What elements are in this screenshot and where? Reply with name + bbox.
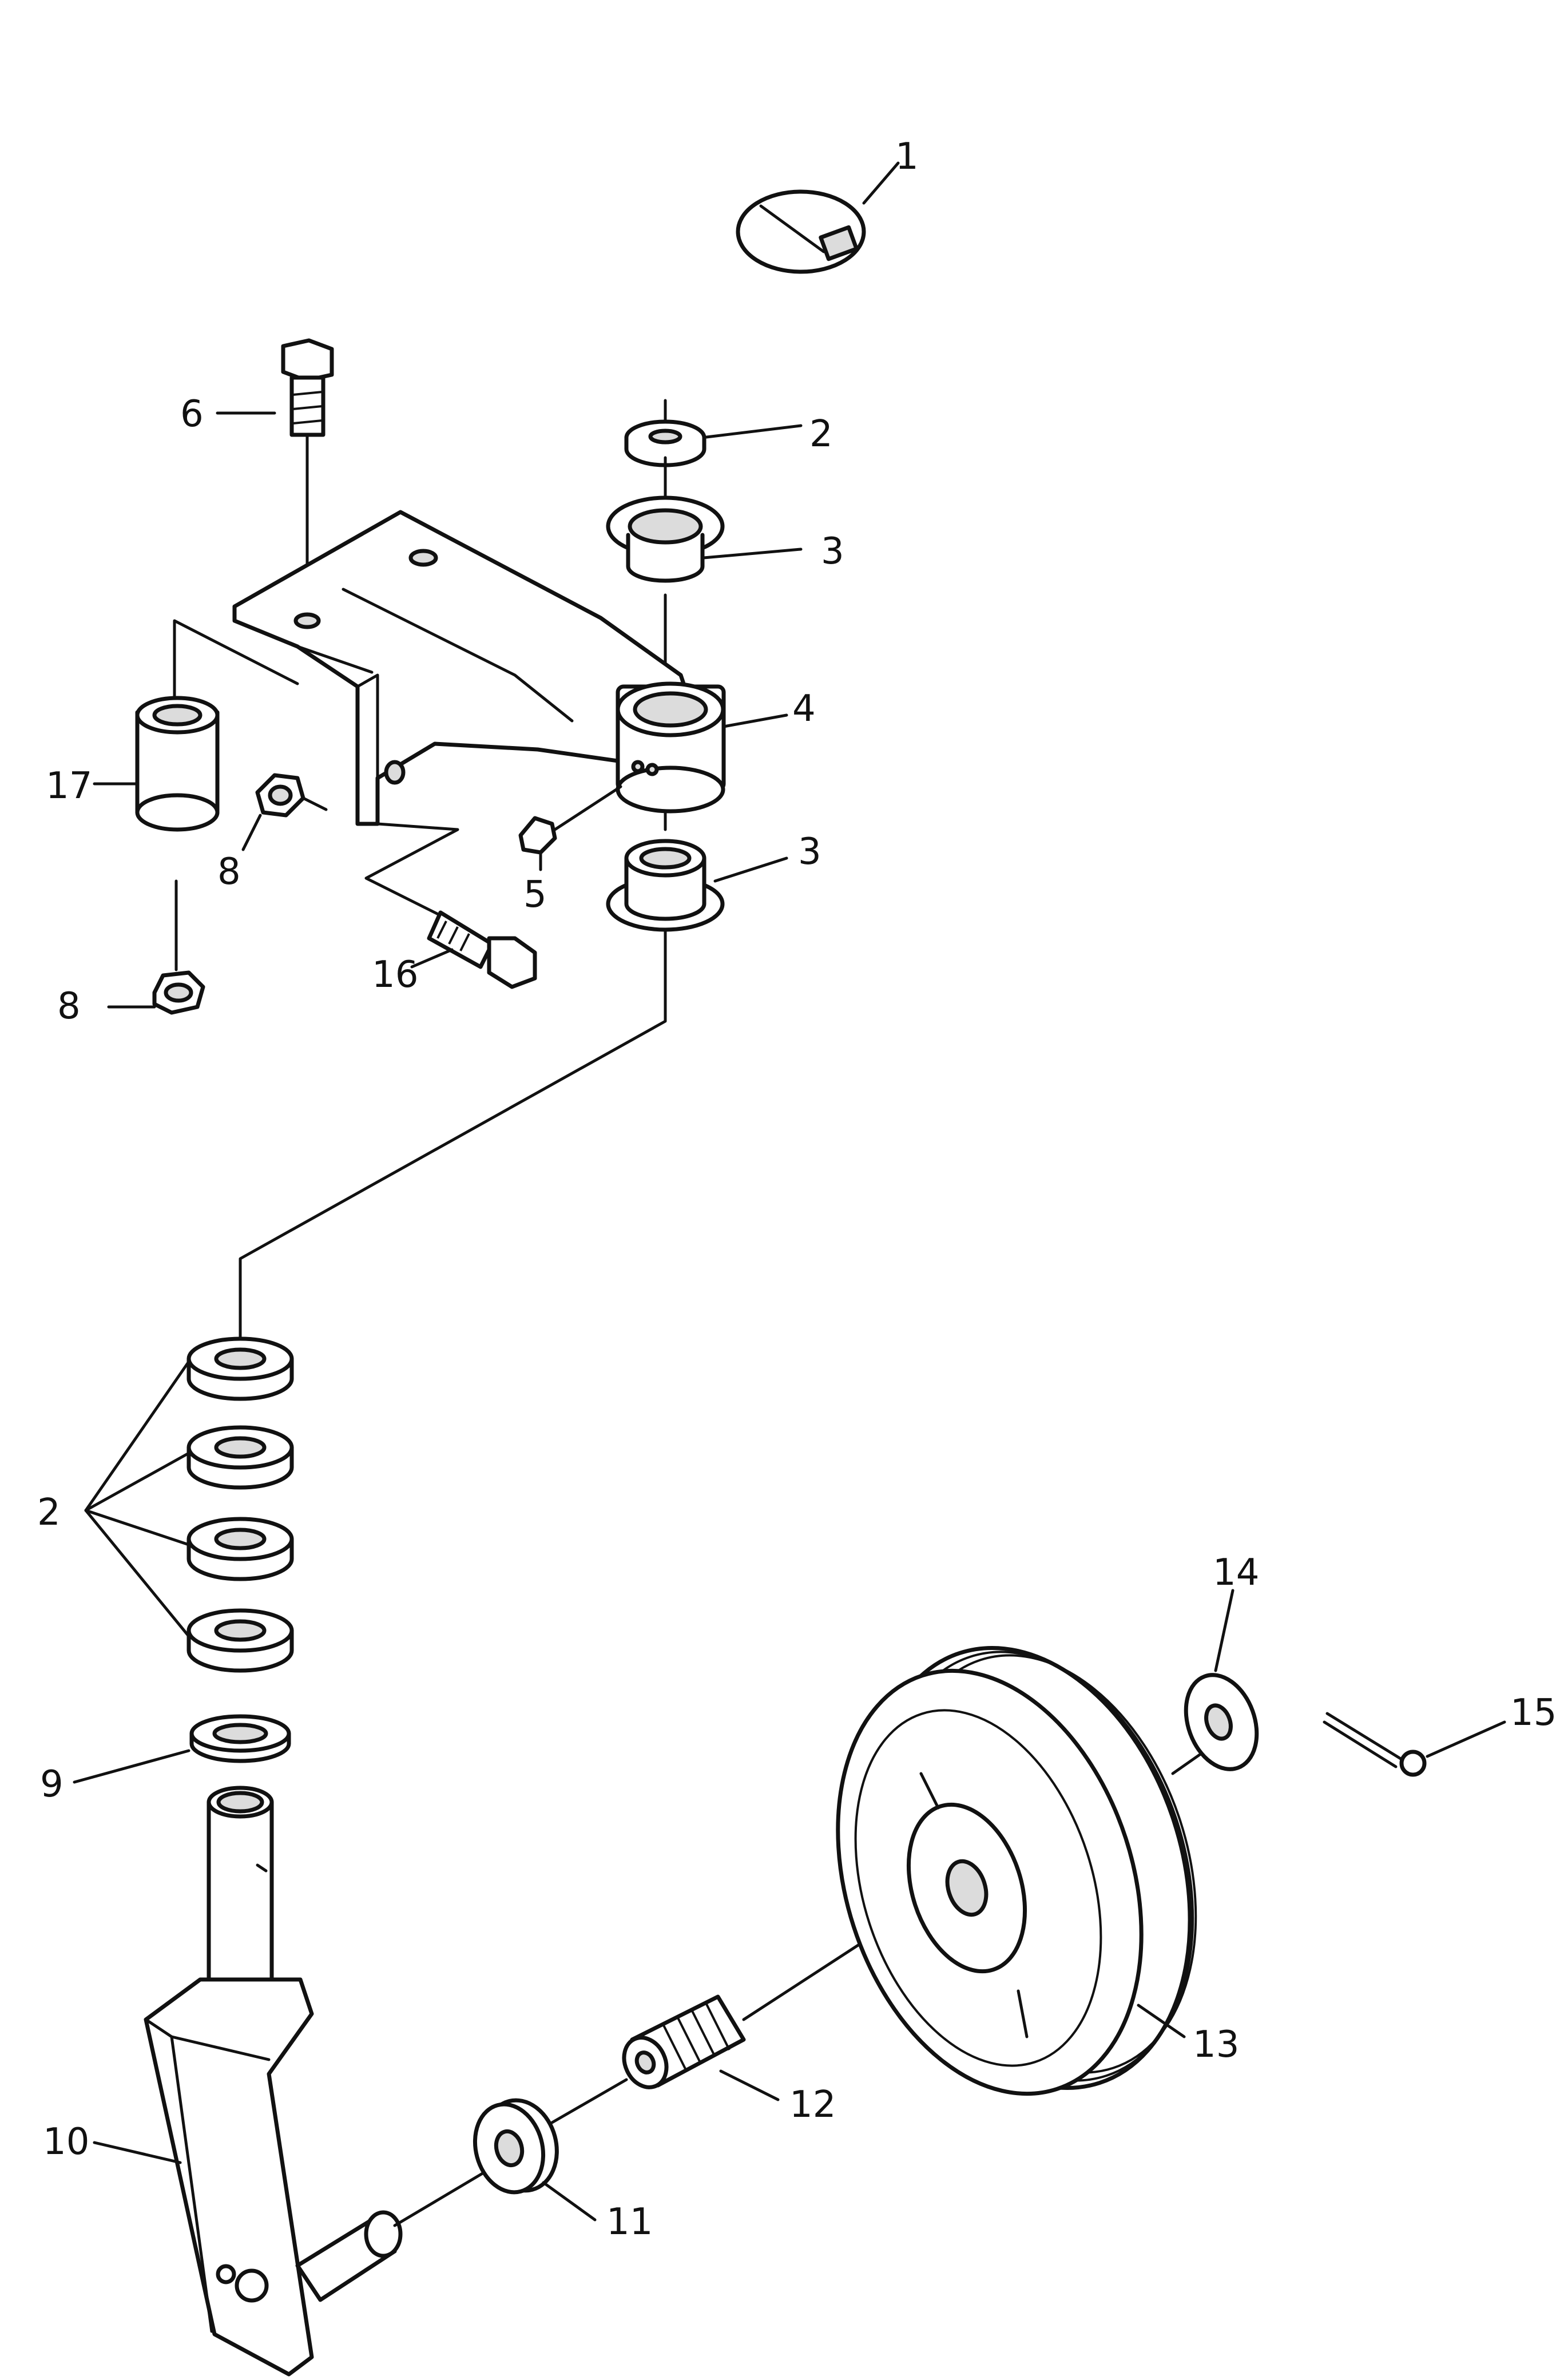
callout-15: 15	[1510, 1692, 1556, 1734]
part-13-wheel	[836, 1646, 1197, 2096]
washer-stack-3	[186, 1517, 294, 1581]
part-3-bushing-lower	[606, 811, 725, 932]
callout-9: 9	[40, 1763, 63, 1806]
callout-10: 10	[43, 2121, 89, 2163]
callout-8-upper: 8	[217, 851, 241, 893]
assembly-axis-line	[239, 928, 667, 1340]
washer-stack-2	[186, 1425, 294, 1490]
leader-lines	[73, 161, 1506, 2222]
callout-3-lower: 3	[798, 831, 821, 873]
part-3-bushing-upper	[606, 495, 725, 665]
callout-16: 16	[372, 954, 418, 996]
callout-13: 13	[1193, 2024, 1239, 2066]
washer-stack-4	[186, 1608, 294, 1673]
part-6-bolt	[281, 338, 334, 608]
part-8-nut-upper	[255, 773, 328, 818]
part-11-axle-spacer	[473, 2078, 628, 2195]
callout-17: 17	[46, 765, 92, 807]
callout-5: 5	[523, 874, 547, 916]
part-17-spacer-tube	[135, 619, 299, 832]
callout-6: 6	[180, 393, 204, 435]
callout-4: 4	[792, 688, 816, 730]
callout-12: 12	[789, 2084, 836, 2126]
callout-labels: 1 6 2 3 4 17 8 5 3 16 8 2 9 10 11 12 13 …	[37, 136, 1556, 2243]
part-2-washer-stack	[186, 1336, 294, 1673]
part-4-caster-bracket	[232, 510, 726, 826]
part-8-nut-lower	[152, 879, 205, 1015]
washer-stack-1	[186, 1336, 294, 1401]
part-15-cotter-pin	[1323, 1712, 1427, 1777]
part-16-bolt	[364, 822, 537, 989]
callout-2-top: 2	[809, 413, 833, 455]
callout-1: 1	[895, 136, 919, 178]
callout-8-lower: 8	[57, 985, 81, 1028]
callout-2-stack: 2	[37, 1492, 61, 1534]
callout-14: 14	[1213, 1552, 1259, 1594]
callout-3-upper: 3	[821, 530, 844, 573]
part-10-caster-fork	[144, 1786, 488, 2377]
part-2-washer-top	[624, 399, 706, 499]
part-12-roller-bearing	[622, 1906, 917, 2089]
part-1-lynch-pin	[736, 189, 866, 274]
part-9-thrust-washer	[189, 1714, 291, 1763]
part-14-axle-washer	[1171, 1673, 1259, 1775]
callout-11: 11	[606, 2201, 653, 2243]
part-5-grease-fitting	[518, 785, 622, 855]
